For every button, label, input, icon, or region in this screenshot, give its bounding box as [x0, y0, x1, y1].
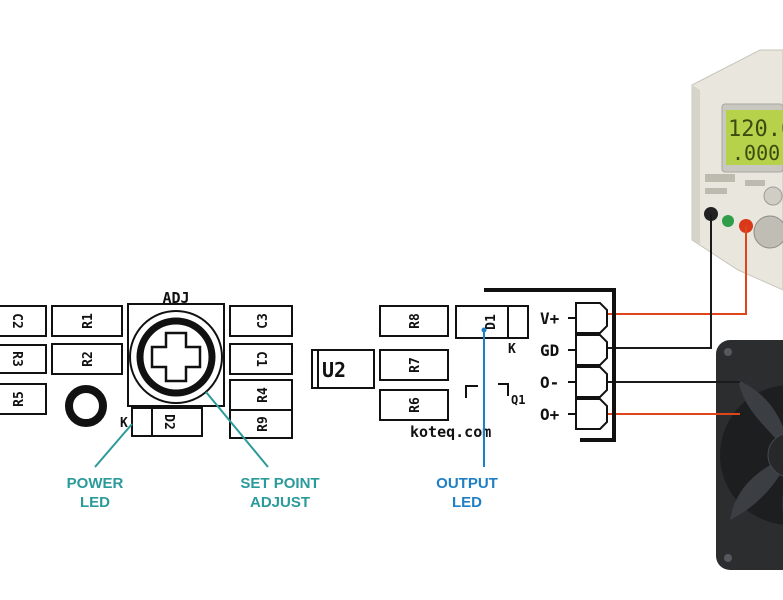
r4-label: R4	[256, 387, 271, 403]
q1-mark-left	[465, 385, 478, 398]
adj-label: ADJ	[162, 289, 189, 307]
psu-knob-large[interactable]	[753, 215, 783, 249]
fan	[716, 340, 783, 570]
callouts: POWER LED SET POINT ADJUST OUTPUT LED	[67, 327, 498, 511]
d1-cathode-label: K	[508, 342, 516, 357]
r7-label: R7	[408, 357, 423, 373]
fan-blade	[730, 458, 783, 520]
fan-hub	[767, 433, 783, 477]
silkscreen-labels: ADJ C2 R3 R5 R1 R2 D2 K C3 C1 R4 R9 U2 R…	[9, 289, 560, 441]
terminal-oplus[interactable]	[575, 398, 608, 430]
terminal-ominus[interactable]	[575, 366, 608, 398]
brand-label: koteq.com	[410, 423, 491, 441]
d1-label: D1	[484, 314, 499, 330]
psu-lcd	[726, 110, 783, 165]
terminal-block	[568, 302, 608, 430]
d2-label: D2	[161, 414, 176, 430]
psu-green-terminal[interactable]	[722, 215, 734, 227]
c1-outline	[229, 343, 293, 375]
c3-label: C3	[256, 313, 271, 329]
c2-label: C2	[9, 313, 24, 329]
wire-gd-black	[607, 214, 712, 349]
r5-outline	[0, 383, 47, 415]
fan-blade	[738, 380, 783, 447]
u2-label: U2	[322, 358, 346, 382]
r7-outline	[379, 349, 449, 381]
r3-label: R3	[9, 351, 24, 367]
q1-mark-right	[498, 383, 509, 396]
c1-label: C1	[253, 351, 268, 367]
terminal-vplus[interactable]	[575, 302, 608, 334]
output-led-callout-line1: OUTPUT	[436, 475, 498, 492]
terminal-label-gd: GD	[540, 341, 559, 360]
wires	[607, 214, 747, 415]
d1-outline	[455, 305, 529, 339]
set-point-callout-line1: SET POINT	[240, 475, 319, 492]
board-outline	[484, 288, 616, 442]
power-led-ring	[65, 385, 107, 427]
adj-pot-outline	[127, 303, 225, 407]
r2-label: R2	[81, 351, 96, 367]
psu-knob[interactable]	[763, 186, 783, 206]
r8-label: R8	[408, 313, 423, 329]
set-point-pointer	[205, 391, 269, 468]
psu-current-readout: .000	[732, 141, 780, 165]
terminal-gd[interactable]	[575, 334, 608, 366]
r1-label: R1	[81, 313, 96, 329]
r2-outline	[51, 343, 123, 375]
r8-outline	[379, 305, 449, 337]
board-components	[0, 288, 616, 442]
adj-pot-body	[129, 310, 223, 404]
d2-cathode-label: K	[120, 416, 128, 431]
terminal-label-ominus: O-	[540, 373, 559, 392]
output-led-callout-line2: LED	[452, 494, 482, 511]
r9-label: R9	[256, 416, 271, 432]
terminal-label-oplus: O+	[540, 405, 560, 424]
c2-outline	[0, 305, 47, 337]
r9-outline	[229, 409, 293, 439]
u2-outline	[311, 349, 375, 389]
c3-outline	[229, 305, 293, 337]
wire-vplus-red	[607, 226, 747, 315]
terminal-label-vplus: V+	[540, 309, 560, 328]
power-led-callout-line2: LED	[80, 494, 110, 511]
r5-label: R5	[12, 391, 27, 407]
q1-label: Q1	[511, 393, 525, 407]
r3-outline	[0, 344, 47, 374]
psu-voltage-readout: 120.0	[728, 117, 783, 142]
r6-outline	[379, 389, 449, 421]
adj-pot-cross-slot	[150, 331, 202, 383]
d2-outline	[131, 407, 203, 437]
power-led-callout-line1: POWER	[67, 475, 124, 492]
adj-pot-knob[interactable]	[136, 317, 216, 397]
set-point-callout-line2: ADJUST	[250, 494, 310, 511]
r6-label: R6	[408, 397, 423, 413]
power-supply: 120.0 .000	[691, 49, 783, 291]
r1-outline	[51, 305, 123, 337]
power-led-pointer	[94, 423, 133, 468]
